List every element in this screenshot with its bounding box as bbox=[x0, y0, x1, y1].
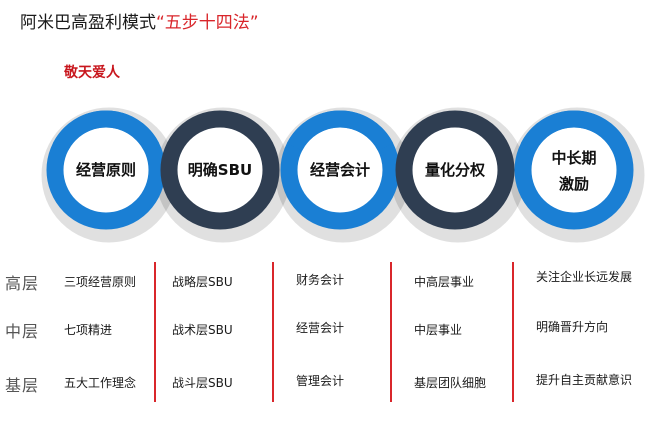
divider-2 bbox=[272, 262, 274, 402]
cell-5-1: 关注企业长远发展 bbox=[536, 270, 633, 284]
cell-3-3: 管理会计 bbox=[296, 374, 345, 388]
cell-3-1: 财务会计 bbox=[296, 273, 345, 287]
slogan: 敬天爱人 bbox=[64, 65, 120, 81]
level-mid: 中层 bbox=[5, 322, 40, 341]
level-high: 高层 bbox=[5, 274, 40, 293]
cell-4-3: 基层团队细胞 bbox=[414, 376, 487, 390]
title-highlight: “五步十四法” bbox=[156, 13, 259, 33]
ring-overlap-3 bbox=[286, 110, 394, 152]
ring-label-5: 中长期 激励 bbox=[524, 145, 624, 197]
ring-label-5-line-1: 中长期 bbox=[551, 149, 597, 167]
divider-1 bbox=[154, 262, 156, 402]
level-base: 基层 bbox=[5, 376, 40, 395]
ring-overlap-5 bbox=[520, 110, 628, 152]
rings-diagram bbox=[41, 107, 645, 243]
ring-label-2: 明确SBU bbox=[187, 161, 253, 179]
ring-label-1: 经营原则 bbox=[75, 161, 136, 179]
title-main: 阿米巴高盈利模式 bbox=[20, 13, 156, 33]
divider-4 bbox=[512, 262, 514, 402]
cell-4-1: 中高层事业 bbox=[414, 275, 475, 289]
divider-3 bbox=[390, 262, 392, 402]
cell-2-1: 战略层SBU bbox=[172, 275, 233, 289]
ring-label-4: 量化分权 bbox=[424, 161, 485, 179]
cell-5-3: 提升自主贡献意识 bbox=[536, 373, 633, 387]
cell-2-3: 战斗层SBU bbox=[172, 376, 233, 390]
page-title: 阿米巴高盈利模式“五步十四法” bbox=[20, 8, 259, 33]
cell-5-2: 明确晋升方向 bbox=[536, 320, 609, 334]
ring-overlap-1 bbox=[52, 110, 160, 152]
cell-1-1: 三项经营原则 bbox=[64, 275, 137, 289]
ring-2 bbox=[160, 110, 280, 230]
cell-1-2: 七项精进 bbox=[64, 323, 113, 337]
ring-4 bbox=[395, 110, 515, 230]
cell-4-2: 中层事业 bbox=[414, 323, 463, 337]
cell-3-2: 经营会计 bbox=[296, 321, 345, 335]
ring-label-3: 经营会计 bbox=[309, 161, 370, 179]
cell-1-3: 五大工作理念 bbox=[64, 376, 137, 390]
cell-2-2: 战术层SBU bbox=[172, 323, 233, 337]
ring-label-5-line-2: 激励 bbox=[558, 175, 589, 193]
